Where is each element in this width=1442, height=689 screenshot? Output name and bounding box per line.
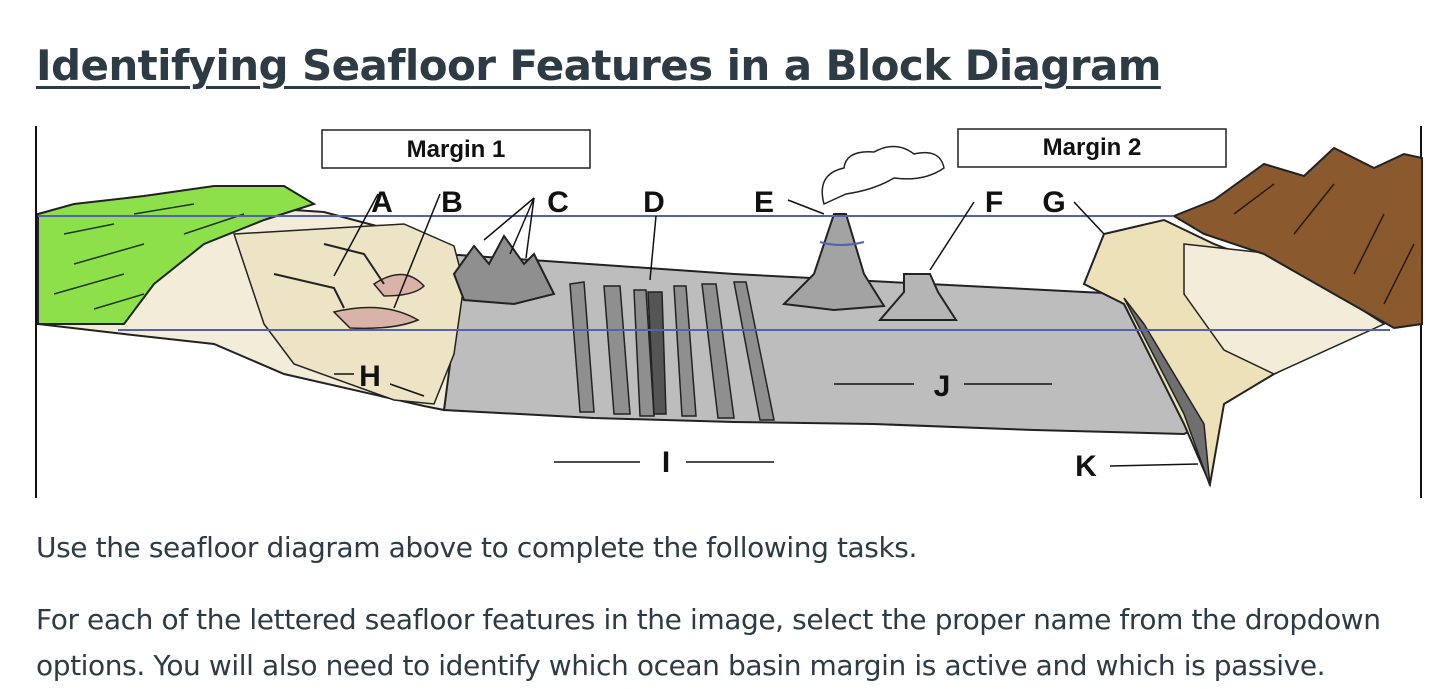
feature-label-i: I bbox=[662, 446, 670, 479]
volcano-smoke bbox=[821, 145, 945, 206]
ocean-trench bbox=[1123, 297, 1211, 487]
margin-1-label: Margin 1 bbox=[407, 136, 506, 163]
mid-ocean-ridge bbox=[569, 281, 775, 421]
leader-lines bbox=[333, 193, 1199, 467]
feature-label-k: K bbox=[1075, 450, 1097, 483]
right-land-mountains bbox=[1171, 146, 1423, 330]
sea-surface-ripple bbox=[819, 241, 865, 246]
feature-label-e: E bbox=[754, 186, 774, 219]
instructions-intro: Use the seafloor diagram above to comple… bbox=[36, 531, 917, 564]
feature-label-g: G bbox=[1042, 186, 1065, 219]
instructions-detail: For each of the lettered seafloor featur… bbox=[36, 603, 1381, 682]
feature-label-j: J bbox=[934, 370, 951, 403]
guyot bbox=[877, 273, 958, 321]
margin-2-label: Margin 2 bbox=[1043, 134, 1142, 161]
seamount-group bbox=[452, 234, 556, 306]
submarine-canyon bbox=[273, 243, 385, 309]
feature-label-c: C bbox=[547, 186, 569, 219]
feature-label-d: D bbox=[643, 186, 665, 219]
submarine-fan-lower bbox=[332, 306, 420, 330]
feature-label-f: F bbox=[985, 186, 1003, 219]
feature-label-b: B bbox=[441, 186, 463, 219]
margin-2-box bbox=[957, 128, 1227, 168]
submarine-fan-upper bbox=[372, 273, 426, 297]
margin-1-box bbox=[321, 129, 591, 169]
volcano bbox=[781, 213, 886, 312]
page-title: Identifying Seafloor Features in a Block… bbox=[36, 41, 1161, 90]
feature-label-a: A bbox=[371, 186, 393, 219]
feature-label-h: H bbox=[359, 360, 381, 393]
left-land bbox=[37, 185, 317, 325]
seafloor-block-diagram: Margin 1 Margin 2 A B C D E F bbox=[34, 124, 1424, 500]
